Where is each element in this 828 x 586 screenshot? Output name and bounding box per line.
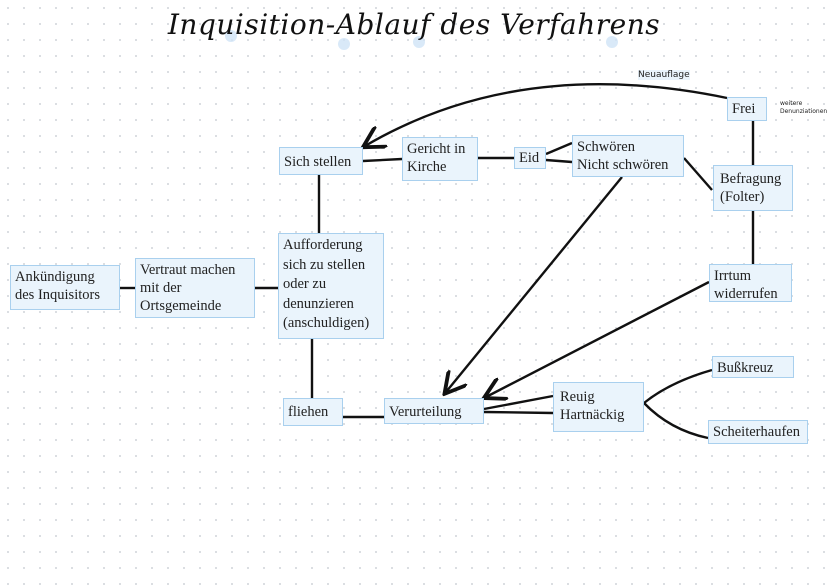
text: denunzieren — [283, 295, 354, 312]
arrow-neuauflage — [365, 83, 728, 146]
text: Nicht schwören — [577, 157, 669, 173]
node-aufforderung: Aufforderung sich zu stellen oder zu denunz… — [278, 233, 384, 339]
text: (anschuldigen) — [283, 315, 370, 331]
text: Gericht in — [407, 141, 466, 157]
text: Kirche — [407, 159, 447, 175]
arrow-to-verurteilung — [446, 176, 623, 392]
node-fliehen: fliehen — [283, 398, 343, 426]
line — [483, 410, 554, 415]
text: (Folter) — [720, 189, 765, 205]
node-busskreuz: Bußkreuz — [712, 356, 794, 378]
node-scheiterhaufen: Scheiterhaufen — [708, 420, 808, 444]
text: Irrtum — [714, 268, 752, 284]
node-frei: Frei — [727, 97, 767, 121]
text: oder zu — [283, 276, 327, 292]
decoration — [338, 38, 350, 50]
node-verurteilung: Verurteilung — [384, 398, 484, 424]
text: weitere — [780, 100, 803, 107]
annotation-neuauflage: Neuauflage — [638, 70, 690, 80]
line — [545, 158, 573, 164]
text: sich zu stellen — [283, 256, 366, 273]
decoration — [413, 36, 425, 48]
page-title: Inquisition-Ablauf des Verfahrens — [167, 8, 661, 41]
text: Aufforderung — [283, 237, 363, 253]
line — [683, 157, 713, 191]
text: Vertraut machen — [140, 262, 236, 278]
text: widerrufen — [714, 286, 778, 302]
text: Ankündigung — [15, 269, 95, 285]
text: Hartnäckig — [560, 407, 625, 423]
text: Befragung — [720, 171, 782, 187]
line — [545, 141, 573, 156]
text: mit der — [140, 280, 182, 296]
node-irrtum: Irrtum widerrufen — [709, 264, 792, 302]
decoration — [606, 36, 618, 48]
line — [362, 157, 403, 163]
line — [643, 402, 709, 440]
node-ankuendigung: Ankündigung des Inquisitors — [10, 265, 120, 310]
line — [643, 368, 713, 404]
text: Ortsgemeinde — [140, 298, 222, 314]
arrow-to-verurteilung — [486, 280, 710, 397]
node-gericht: Gericht in Kirche — [402, 137, 478, 181]
text: Reuig — [560, 389, 595, 405]
text: Denunziationen — [780, 108, 828, 115]
annotation-weitere-denunziationen: weitere Denunziationen — [780, 100, 827, 116]
node-eid: Eid — [514, 147, 546, 169]
line — [483, 394, 554, 411]
node-befragung: Befragung (Folter) — [713, 165, 793, 211]
decoration — [225, 30, 237, 42]
node-sich-stellen: Sich stellen — [279, 147, 363, 175]
text: des Inquisitors — [15, 287, 100, 303]
text: Schwören — [577, 139, 635, 155]
